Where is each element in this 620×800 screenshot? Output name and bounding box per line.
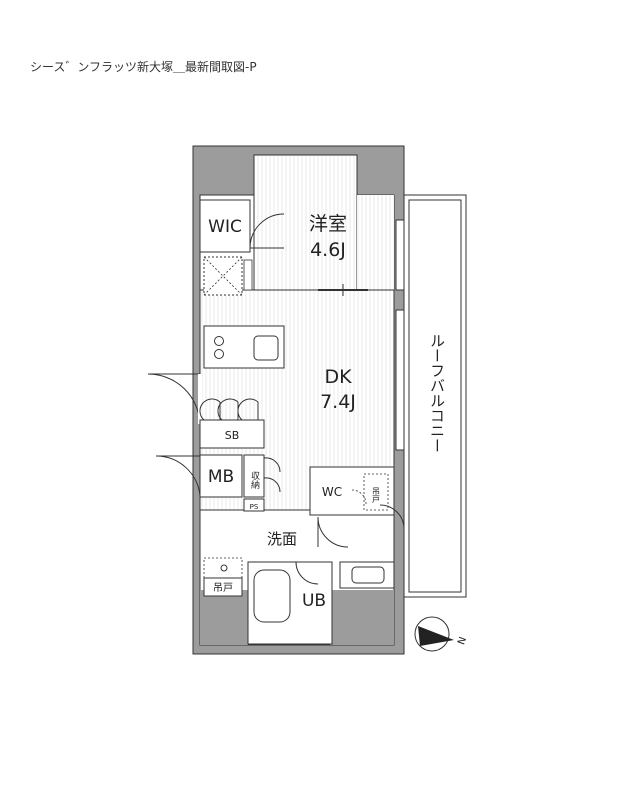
roof-balcony: ルーフバルコニー xyxy=(403,194,467,598)
dk-size: 7.4J xyxy=(320,391,356,413)
bedroom-name: 洋室 xyxy=(309,213,347,235)
washroom-cabinet-label: 吊戸 xyxy=(213,582,233,594)
wc-room: WC 吊戸 xyxy=(309,466,405,530)
mb-storage: MB 収納 PS xyxy=(155,454,281,512)
shoe-box: SB xyxy=(199,398,265,449)
wic-label: WIC xyxy=(208,217,242,237)
plan-caption: シース゛ンフラッツ新大塚＿最新間取図-P xyxy=(30,60,257,74)
dining-kitchen: DK 7.4J xyxy=(320,366,356,413)
compass: N xyxy=(414,616,469,652)
storage-label: 収納 xyxy=(249,470,260,490)
entrance-door xyxy=(147,373,202,425)
fridge-space xyxy=(203,256,253,296)
mb-label: MB xyxy=(208,467,234,487)
washer-icon xyxy=(220,564,228,572)
bedroom-size: 4.6J xyxy=(310,239,346,261)
washroom-label: 洗面 xyxy=(267,530,297,548)
washroom: 洗面 吊戸 xyxy=(203,516,395,597)
bathtub-icon xyxy=(253,569,291,623)
ps-label: PS xyxy=(250,503,259,511)
dk-name: DK xyxy=(324,366,352,388)
wash-basin-icon xyxy=(351,566,385,584)
compass-north-label: N xyxy=(456,636,469,647)
wc-label: WC xyxy=(322,485,342,499)
roof-balcony-label: ルーフバルコニー xyxy=(428,333,446,453)
kitchen-sink-icon xyxy=(253,335,279,361)
wc-cabinet-label: 吊戸 xyxy=(372,487,381,504)
bedroom: 洋室 4.6J xyxy=(309,213,368,296)
unit-bath: UB xyxy=(247,561,333,645)
ub-label: UB xyxy=(302,591,326,611)
wic-room: WIC xyxy=(199,199,285,253)
sb-label: SB xyxy=(225,429,240,442)
kitchen-counter xyxy=(203,325,285,369)
stove-burner-icon xyxy=(214,336,224,346)
stove-burner-icon xyxy=(214,349,224,359)
